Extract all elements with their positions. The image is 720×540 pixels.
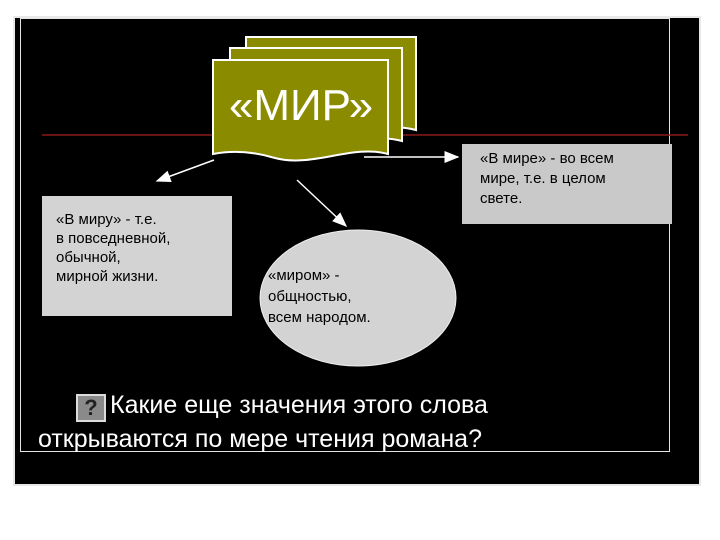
question: ?Какие еще значения этого слова открываю… <box>38 388 678 456</box>
arrow-to-ellipse <box>296 179 348 228</box>
question-line-2: открываются по мере чтения романа? <box>38 425 482 453</box>
center-ellipse <box>259 229 457 367</box>
slide-frame <box>20 18 670 452</box>
right-box: «В мире» - во всем мире, т.е. в целом св… <box>462 144 672 224</box>
title: «МИР» <box>228 81 374 130</box>
left-box: «В миру» - т.е. в повседневной, обычной,… <box>42 196 232 316</box>
document-stack <box>212 36 417 162</box>
center-ellipse-text: «миром» - общностью, всем народом. <box>268 267 371 326</box>
question-mark-icon: ? <box>76 394 106 422</box>
question-line-1: Какие еще значения этого слова <box>110 391 488 419</box>
arrow-to-left-box <box>155 159 215 182</box>
